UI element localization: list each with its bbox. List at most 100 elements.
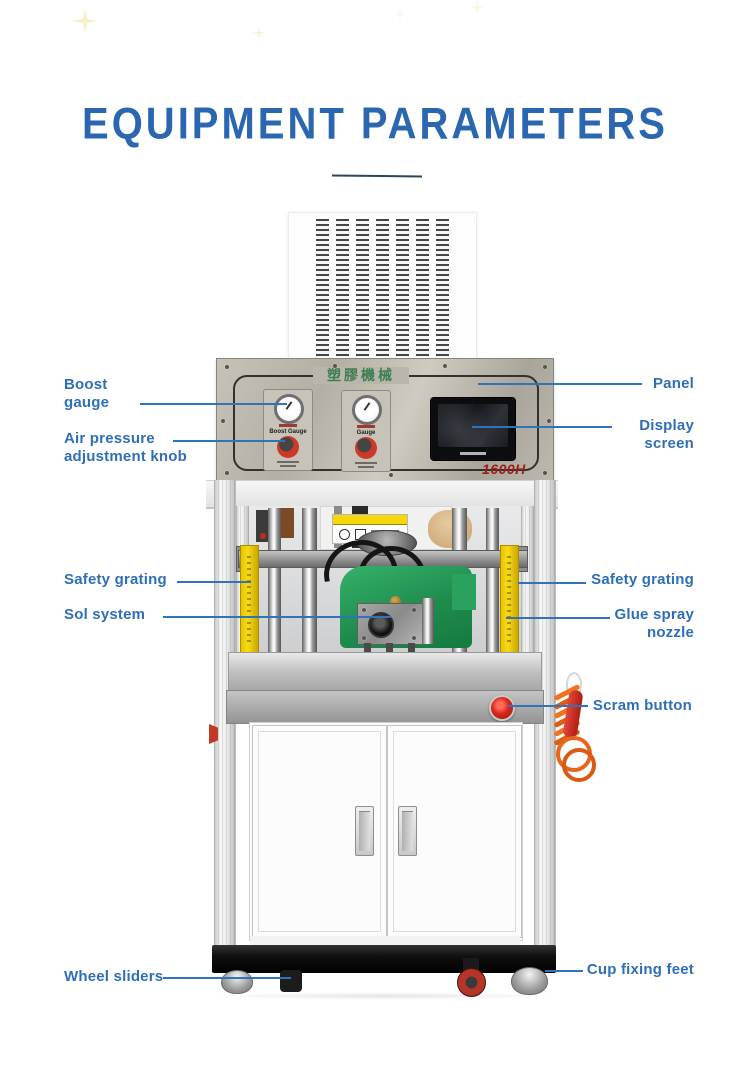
callout-text: Air pressure — [64, 430, 155, 447]
callout-line-boost-gauge — [140, 403, 287, 405]
vent-slats — [376, 219, 389, 357]
frame-crossbar — [206, 480, 558, 509]
wheel-slider-foot — [280, 970, 302, 992]
display-screen-bezel — [430, 397, 516, 461]
vent-slats — [316, 219, 329, 357]
callout-scram-button: Scram button — [593, 697, 692, 715]
vent-slats — [356, 219, 369, 357]
vent-slats — [336, 219, 349, 357]
callout-wheel-sliders: Wheel sliders — [64, 968, 163, 986]
knob-micro-text — [280, 465, 296, 467]
chrome-pillar — [302, 508, 317, 654]
vent-slats — [396, 219, 409, 357]
callout-text: adjustment knob — [64, 448, 188, 465]
brass-fitting — [390, 596, 401, 607]
sparkle-decoration — [470, 0, 484, 14]
callout-line-air-pressure-knob — [173, 440, 285, 442]
callout-text: Glue spray — [614, 606, 694, 623]
base-platform — [212, 945, 556, 973]
nozzle-mount-plate — [357, 603, 423, 645]
knob-micro-text — [277, 461, 299, 463]
scram-button — [489, 695, 515, 721]
vent-slats — [416, 219, 429, 357]
safety-grating-left — [240, 545, 259, 659]
control-panel: 塑膠機械 Boost Gauge Gauge 1600H — [216, 358, 554, 482]
ventilation-unit — [288, 212, 477, 364]
callout-sol-system: Sol system — [64, 606, 145, 624]
callout-text: gauge — [64, 394, 110, 411]
screw — [221, 419, 225, 423]
sparkle-decoration — [252, 26, 266, 40]
screw — [543, 365, 547, 369]
callout-text: Cup fixing feet — [586, 961, 694, 978]
frame-column-left — [214, 480, 236, 947]
cabinet-bottom-strip — [250, 936, 520, 946]
callout-glue-spray-nozzle: Glue spray nozzle — [614, 606, 694, 642]
panel-header-text: 塑膠機械 — [313, 367, 409, 384]
boost-gauge-unit: Boost Gauge — [263, 389, 313, 471]
safety-grating-right — [500, 545, 519, 659]
callout-line-panel — [478, 383, 642, 385]
screw — [225, 471, 229, 475]
vent-slats — [436, 219, 449, 357]
gauge-micro-text — [357, 425, 375, 428]
page-title: EQUIPMENT PARAMETERS — [82, 99, 668, 149]
machine-top-cable — [331, 174, 423, 178]
chrome-pillar — [486, 508, 499, 654]
callout-text: Safety grating — [64, 571, 167, 588]
indicator-light — [260, 533, 266, 539]
callout-line-cup-fixing-feet — [545, 970, 583, 972]
callout-text: Display — [639, 417, 694, 434]
cylinder-rod — [422, 598, 434, 644]
frame-column-right — [534, 480, 556, 947]
pressure-gauge-unit: Gauge — [341, 390, 391, 472]
callout-display-screen: Display screen — [639, 417, 694, 453]
boost-gauge-dial — [274, 394, 304, 424]
callout-line-safety-grating-left — [177, 581, 251, 583]
red-lever — [209, 724, 218, 744]
door-handle-right — [398, 806, 417, 856]
callout-line-wheel-sliders — [163, 977, 291, 979]
callout-text: Wheel sliders — [64, 968, 164, 985]
callout-line-glue-spray-nozzle — [506, 617, 610, 619]
callout-text: nozzle — [646, 624, 694, 641]
screw — [547, 419, 551, 423]
air-pressure-knob — [355, 437, 377, 459]
callout-text: screen — [644, 435, 694, 452]
inner-column-right — [521, 506, 534, 656]
display-screen-glass — [438, 404, 508, 447]
bearing-hub — [357, 530, 417, 556]
warning-icon — [339, 529, 350, 540]
cup-fixing-foot — [221, 970, 253, 994]
plate-leg — [364, 643, 371, 655]
callout-text: Boost — [64, 376, 108, 393]
warning-sticker-band — [333, 515, 407, 525]
callout-text: Scram button — [592, 697, 692, 714]
screw — [389, 473, 393, 477]
cup-fixing-foot — [511, 967, 548, 995]
coil-hose-ring — [562, 748, 596, 782]
screw — [362, 636, 366, 640]
chrome-pillar — [268, 508, 281, 654]
knob-micro-text — [358, 466, 374, 468]
plate-leg — [408, 643, 415, 655]
screw — [543, 471, 547, 475]
screw — [412, 636, 416, 640]
callout-air-pressure-knob: Air pressure adjustment knob — [64, 430, 187, 466]
callout-safety-grating-right: Safety grating — [591, 571, 694, 589]
callout-cup-fixing-feet: Cup fixing feet — [587, 961, 694, 979]
sparkle-decoration — [395, 10, 405, 20]
callout-safety-grating-left: Safety grating — [64, 571, 167, 589]
display-logo — [460, 452, 486, 455]
callout-line-sol-system — [163, 616, 391, 618]
callout-line-display-screen — [472, 426, 612, 428]
caster-wheel — [457, 968, 486, 997]
callout-text: Safety grating — [591, 571, 694, 588]
callout-panel: Panel — [653, 375, 694, 393]
screw — [443, 364, 447, 368]
door-handle-left — [355, 806, 374, 856]
screw — [333, 364, 337, 368]
screw — [225, 365, 229, 369]
callout-boost-gauge: Boost gauge — [64, 376, 109, 412]
